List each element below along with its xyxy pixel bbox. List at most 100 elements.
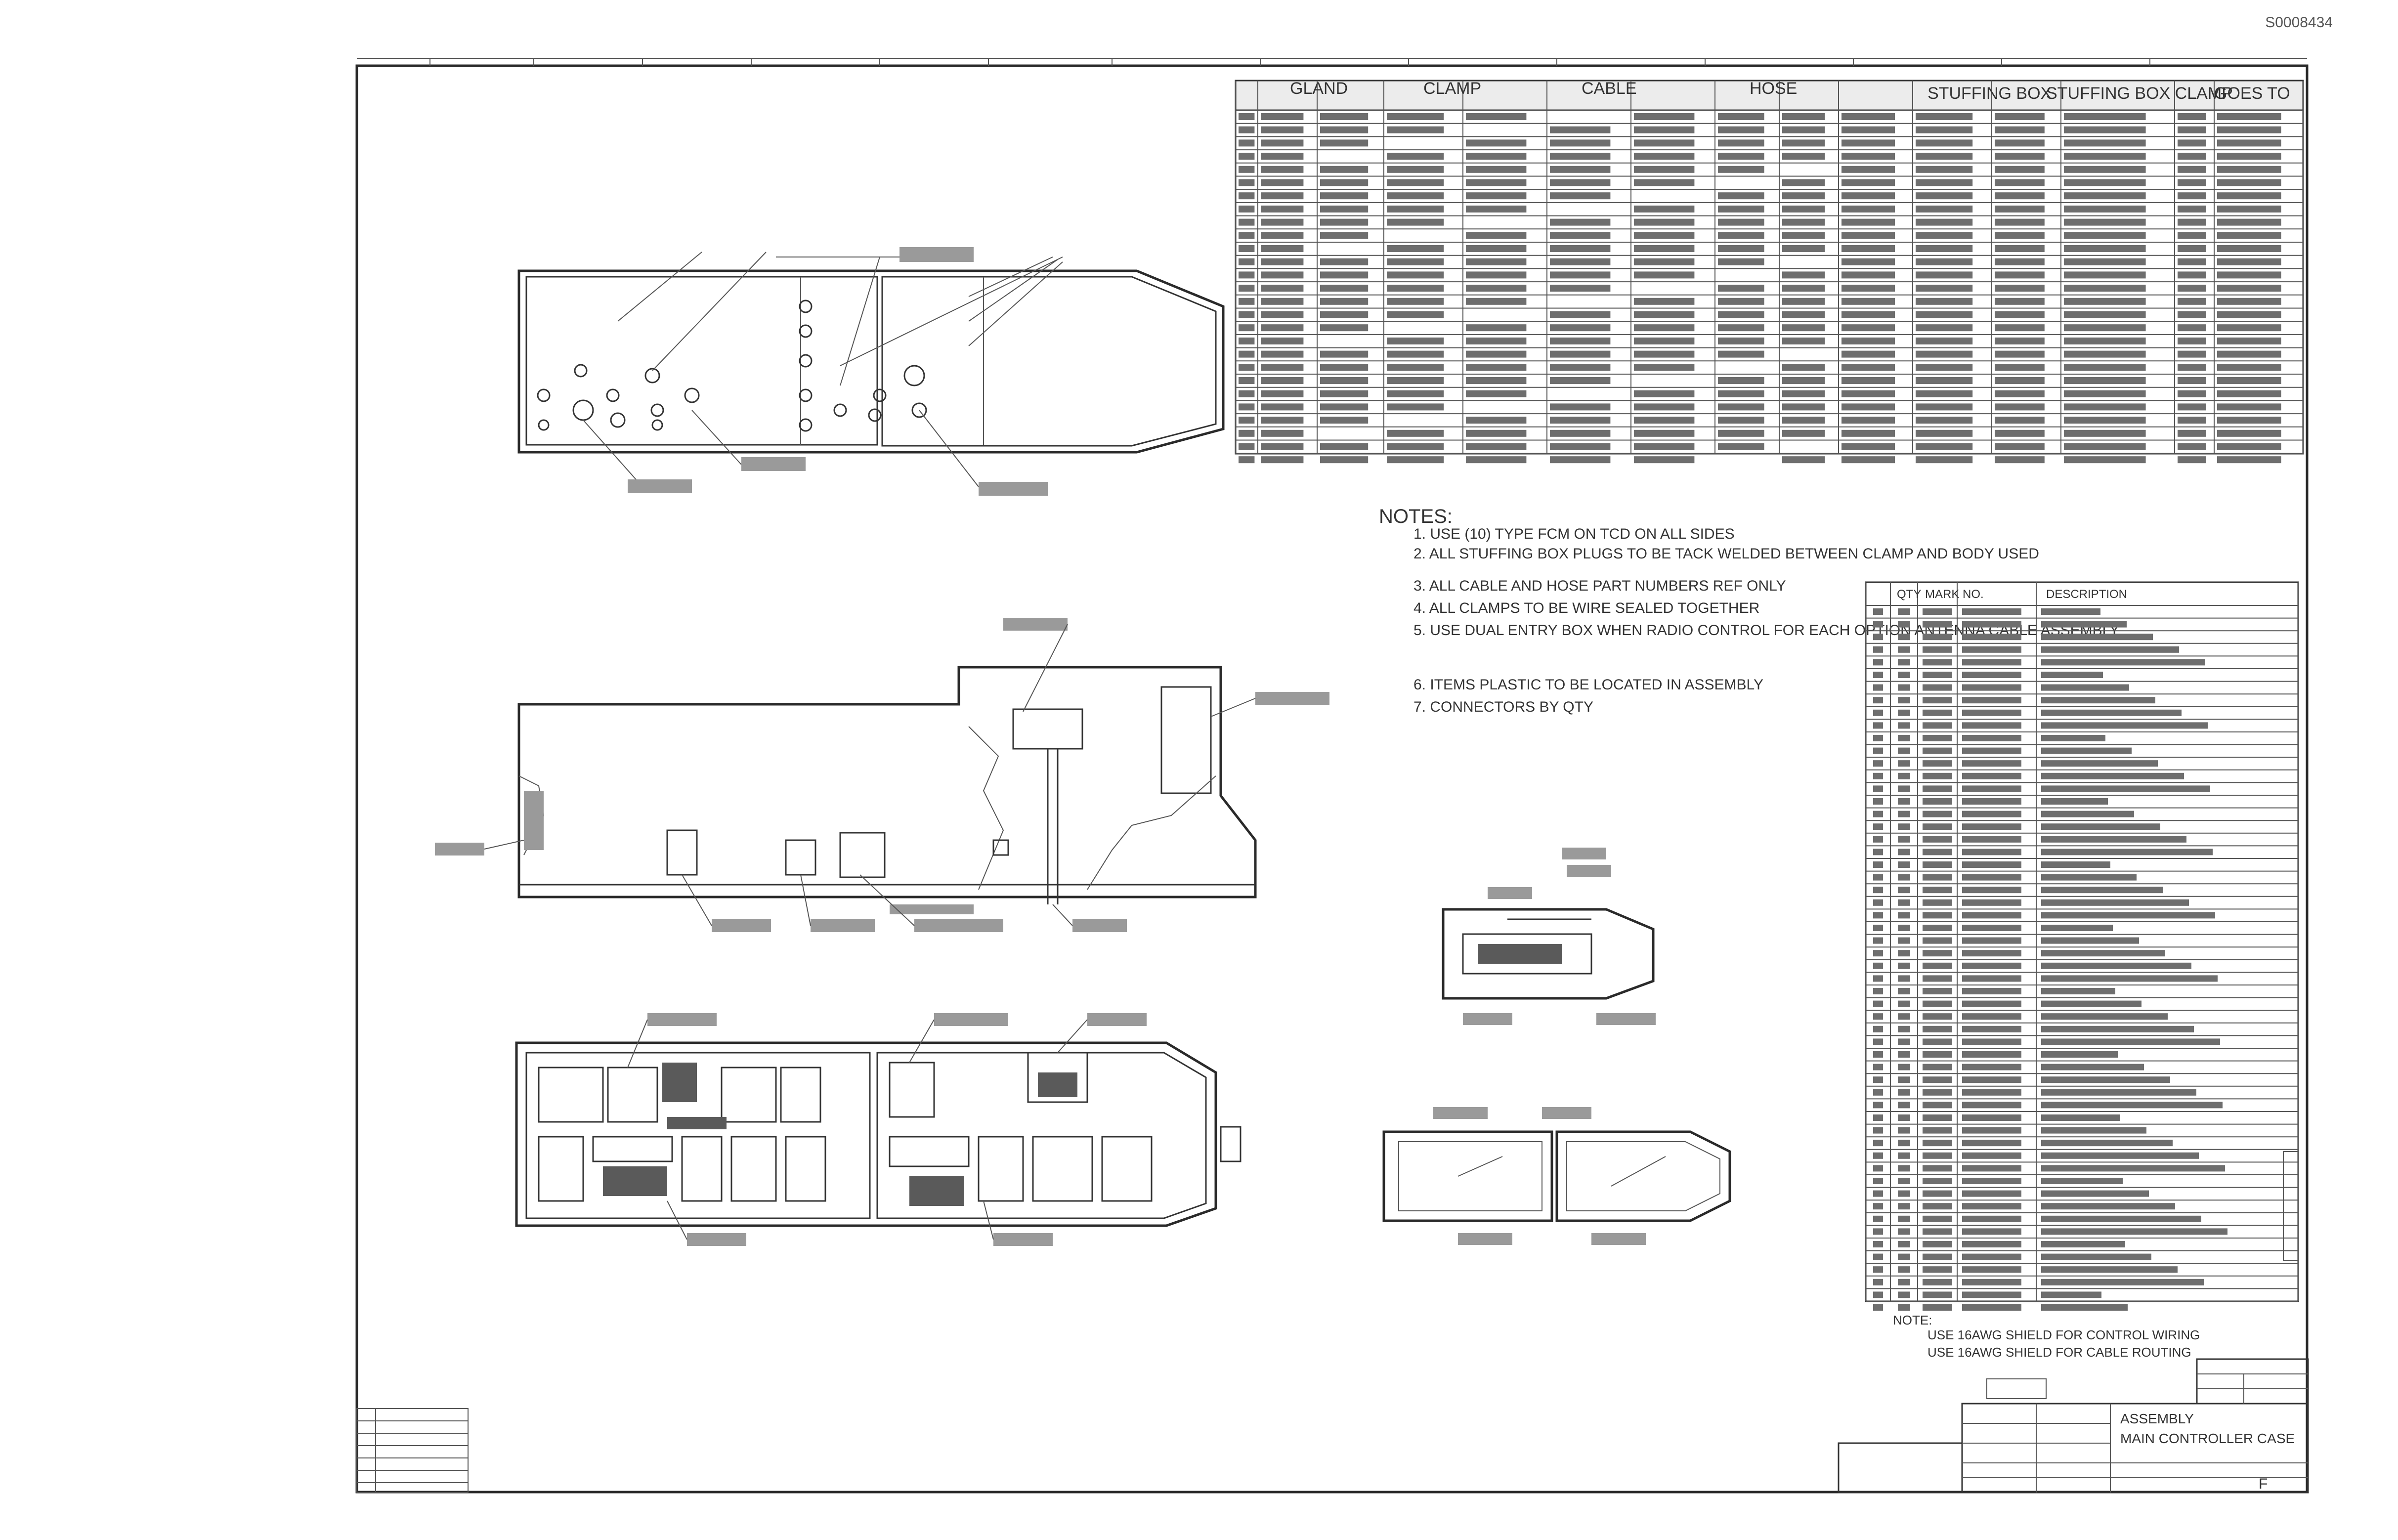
cable-table-cell [1634, 258, 1695, 265]
cable-table-cell [2217, 166, 2281, 173]
cable-table-cell [1466, 443, 1527, 450]
cable-table-cell [2217, 205, 2281, 213]
parts-table-cell [2041, 772, 2184, 779]
parts-table-cell [2041, 975, 2218, 982]
parts-table-cell [1898, 1178, 1910, 1184]
cable-table-cell [1995, 364, 2045, 371]
cable-table-cell [1239, 166, 1255, 173]
parts-table-cell [1873, 1038, 1883, 1045]
notes-title: NOTES: [1379, 506, 1453, 527]
parts-table-cell [1962, 899, 2021, 906]
parts-table-cell [1898, 1291, 1910, 1298]
cable-table-cell [1634, 126, 1695, 133]
cable-table-cell [1995, 153, 2045, 160]
parts-table-cell [1873, 1279, 1883, 1285]
cable-table-cell [1261, 350, 1304, 358]
parts-table-cell [2041, 798, 2108, 805]
parts-table-cell [1898, 1026, 1910, 1032]
cable-table-cell [1261, 205, 1304, 213]
parts-table-cell [1923, 1253, 1952, 1260]
cable-table-cell [2178, 126, 2206, 133]
cable-table-cell [1782, 456, 1825, 464]
cable-table-cell [1841, 324, 1895, 332]
parts-table-cell [1923, 1064, 1952, 1070]
cable-table-cell [1261, 337, 1304, 344]
cable-table-cell [2064, 311, 2146, 318]
cable-table-cell [1782, 403, 1825, 411]
cable-table-cell [1995, 443, 2045, 450]
parts-table-cell [1962, 937, 2021, 944]
cable-table-cell [1466, 166, 1527, 173]
cable-table-cell [1239, 350, 1255, 358]
cable-table-cell [2178, 311, 2206, 318]
cable-table-cell [1782, 192, 1825, 200]
cable-table-cell [2064, 350, 2146, 358]
cable-table-cell [2217, 179, 2281, 186]
cable-table-cell [1387, 113, 1444, 120]
parts-table-cell [1923, 849, 1952, 856]
cable-table-cell [1782, 324, 1825, 332]
parts-table-cell [1923, 735, 1952, 741]
parts-table-cell [2041, 823, 2160, 830]
parts-table-cell [2041, 1241, 2125, 1247]
parts-table-cell [1898, 912, 1910, 919]
cable-table-cell [1239, 324, 1255, 332]
cable-table-cell [2178, 403, 2206, 411]
cable-table-cell [1466, 139, 1527, 147]
cable-table-cell [1320, 232, 1369, 239]
parts-table-cell [2041, 925, 2113, 931]
parts-table-cell [1873, 722, 1883, 729]
parts-table-cell [1898, 899, 1910, 906]
cable-table-cell [1782, 113, 1825, 120]
parts-table-cell [1923, 634, 1952, 641]
cable-table-cell [1239, 403, 1255, 411]
parts-table-cell [1898, 1051, 1910, 1058]
cable-table-cell [1916, 258, 1973, 265]
parts-table-cell [1923, 1241, 1952, 1247]
cable-table-cell [2178, 417, 2206, 424]
parts-table-cell [1873, 1190, 1883, 1197]
cable-table-cell [1387, 126, 1444, 133]
cable-table-cell [1782, 179, 1825, 186]
cable-table-header-gland: GLAND [1290, 79, 1348, 98]
cable-table-cell [1718, 390, 1764, 397]
cable-table-cell [1995, 403, 2045, 411]
cable-table-cell [1550, 245, 1611, 252]
cable-table-cell [2217, 417, 2281, 424]
cable-table-cell [2064, 456, 2146, 464]
cable-table-cell [1995, 113, 2045, 120]
cable-table-cell [1320, 258, 1369, 265]
parts-table-cell [1873, 1291, 1883, 1298]
parts-table-cell [1962, 798, 2021, 805]
parts-table-cell [1873, 697, 1883, 704]
cable-table-cell [1239, 298, 1255, 305]
parts-table-cell [1873, 785, 1883, 792]
cable-table-cell [1995, 179, 2045, 186]
parts-table-cell [1923, 1013, 1952, 1020]
parts-table-cell [2041, 709, 2182, 716]
parts-table-cell [1962, 861, 2021, 868]
parts-table-cell [2041, 1152, 2199, 1159]
cable-table-cell [1634, 324, 1695, 332]
parts-table-cell [1962, 912, 2021, 919]
cable-table-cell [1718, 285, 1764, 292]
cable-table-cell [1916, 417, 1973, 424]
cable-table-cell [1916, 113, 1973, 120]
parts-table-cell [1923, 684, 1952, 691]
cable-table-cell [1916, 218, 1973, 226]
cable-hose-table: GLAND CLAMP CABLE HOSE STUFFING BOX STUF… [1235, 79, 2304, 464]
cable-table-cell [1387, 350, 1444, 358]
parts-table-cell [1898, 608, 1910, 615]
cable-table-cell [2217, 245, 2281, 252]
parts-table-cell [1962, 1165, 2021, 1172]
cable-table-cell [1718, 429, 1764, 437]
parts-table-cell [1923, 925, 1952, 931]
cable-table-cell [2178, 350, 2206, 358]
cable-table-cell [1634, 337, 1695, 344]
cable-table-cell [1261, 298, 1304, 305]
cable-table-cell [1841, 456, 1895, 464]
cable-table-cell [1634, 417, 1695, 424]
cable-table-cell [2217, 271, 2281, 279]
parts-table-cell [1923, 1152, 1952, 1159]
cable-table-cell [1466, 285, 1527, 292]
